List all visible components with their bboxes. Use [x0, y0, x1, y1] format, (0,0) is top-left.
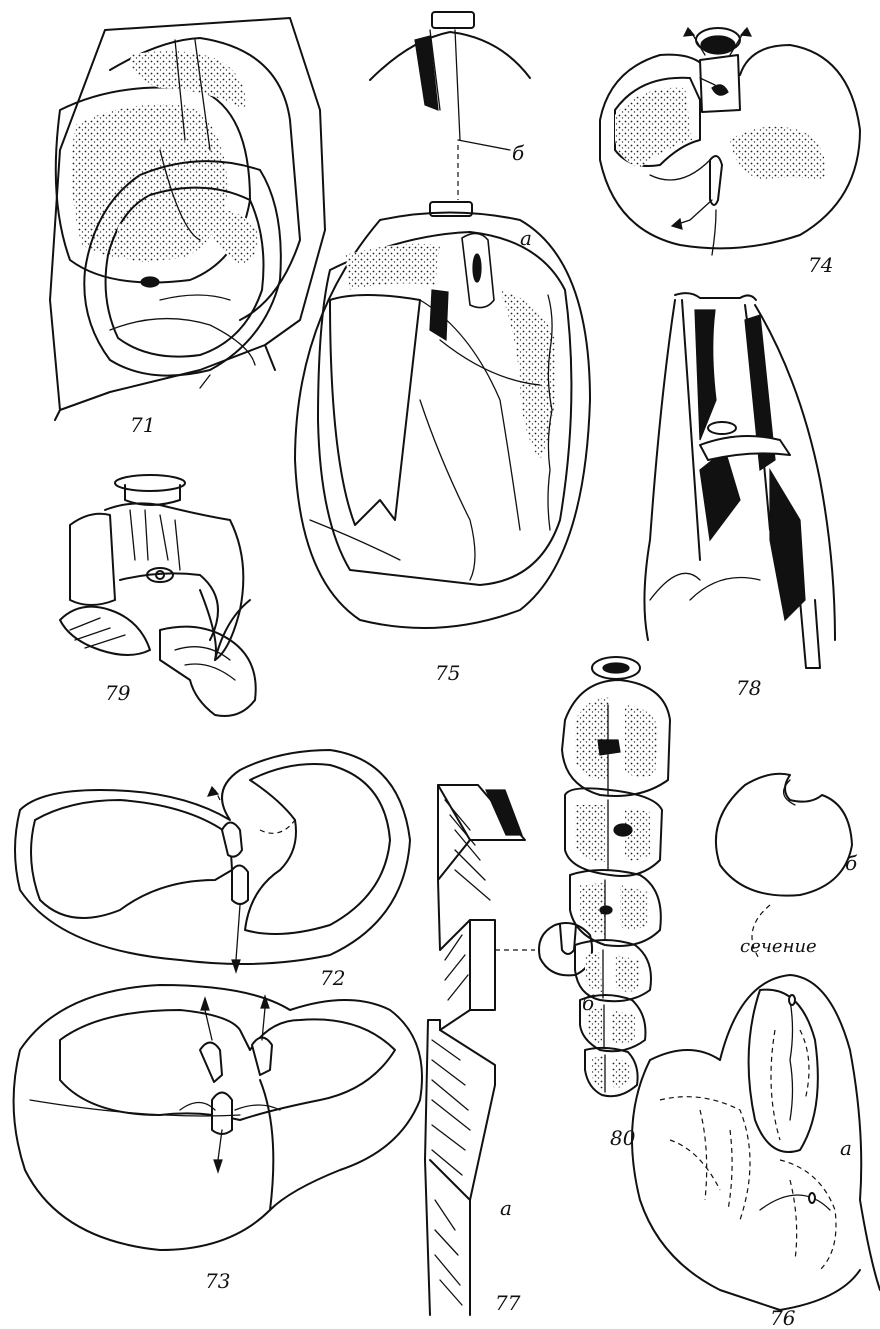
- figure-80-drawing: [562, 657, 670, 1096]
- figure-77-sublabel-a: а: [500, 1196, 512, 1220]
- figure-75-sublabel-b: б: [512, 141, 525, 165]
- figure-75a-drawing: [295, 202, 590, 628]
- figure-77-number: 77: [495, 1291, 521, 1315]
- figure-72-number: 72: [320, 966, 345, 990]
- figure-71-drawing: [50, 18, 325, 420]
- figure-75-sublabel-a: а: [520, 226, 532, 250]
- figure-75-number: 75: [435, 661, 460, 685]
- figure-74-number: 74: [808, 253, 833, 277]
- figure-71-number: 71: [130, 413, 155, 437]
- figure-76-number: 76: [770, 1306, 796, 1329]
- figure-75b-drawing: [370, 12, 530, 200]
- figure-76-annotation: сечение: [740, 936, 817, 957]
- figure-78-drawing: [644, 293, 835, 668]
- figure-74-drawing: [600, 28, 860, 255]
- figure-73-drawing: [14, 985, 422, 1250]
- figure-72-drawing: [15, 750, 410, 972]
- figure-76-sublabel-a: а: [840, 1136, 852, 1160]
- figure-73-number: 73: [205, 1269, 230, 1293]
- figure-77-drawing: [425, 785, 592, 1315]
- figure-79-drawing: [60, 475, 256, 716]
- figure-76b-drawing: [716, 774, 852, 960]
- figure-79-number: 79: [105, 681, 131, 705]
- figure-76-sublabel-b: б: [845, 851, 858, 875]
- figure-78-number: 78: [736, 676, 761, 700]
